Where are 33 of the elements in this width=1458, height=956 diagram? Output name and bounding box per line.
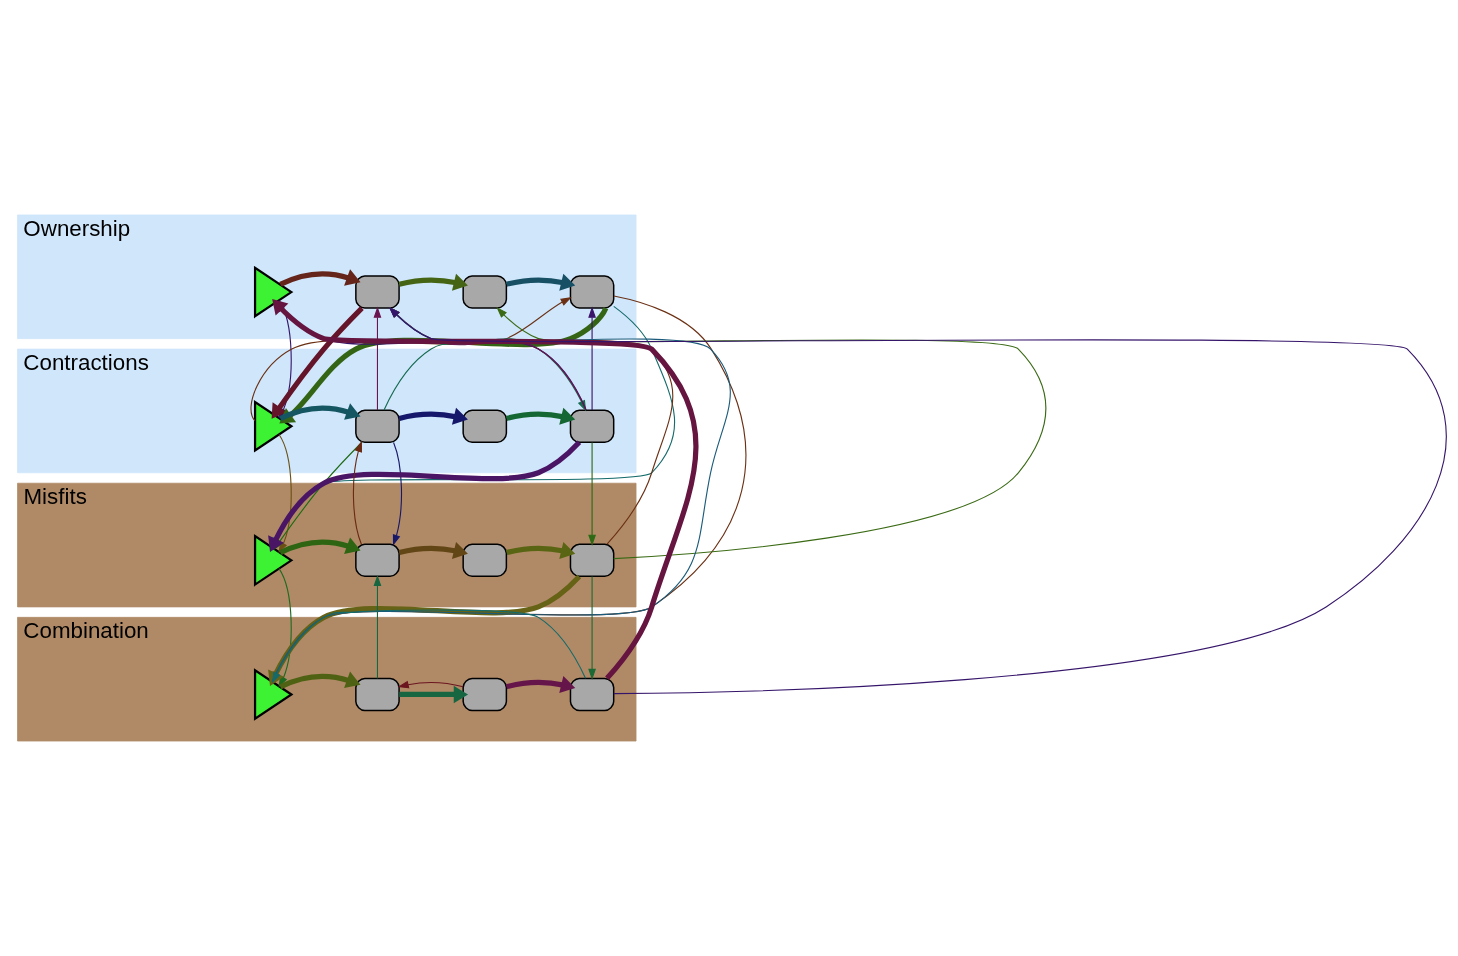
arrow <box>399 685 469 704</box>
arrow <box>505 273 576 291</box>
arrow <box>505 676 576 694</box>
node-lock <box>355 677 400 712</box>
cluster: Contractions <box>17 348 637 474</box>
arrow <box>505 541 576 559</box>
arrow <box>505 407 576 425</box>
arrow <box>373 574 382 679</box>
arrow <box>588 441 596 546</box>
node-lock <box>462 275 508 309</box>
cluster: Ownership <box>17 214 637 340</box>
arrow <box>373 306 382 411</box>
arrow <box>398 407 468 425</box>
node-lock <box>569 409 615 443</box>
arrow <box>392 441 403 546</box>
node-lock <box>569 677 615 712</box>
node-lock <box>355 409 400 443</box>
arrow <box>588 576 596 681</box>
node-lock <box>462 543 508 578</box>
node-lock <box>569 543 615 578</box>
arrow <box>352 440 362 545</box>
arrow <box>397 680 464 689</box>
node-lock <box>462 409 508 443</box>
arrow <box>398 541 468 559</box>
node-lock <box>569 275 615 309</box>
arrow <box>279 269 361 287</box>
arrow <box>588 306 596 411</box>
arrow <box>398 273 468 291</box>
node-lock <box>355 275 400 309</box>
cluster: Misfits <box>17 482 637 608</box>
node-lock <box>462 677 508 712</box>
node-lock <box>355 543 400 578</box>
cluster: Combination <box>17 616 637 742</box>
